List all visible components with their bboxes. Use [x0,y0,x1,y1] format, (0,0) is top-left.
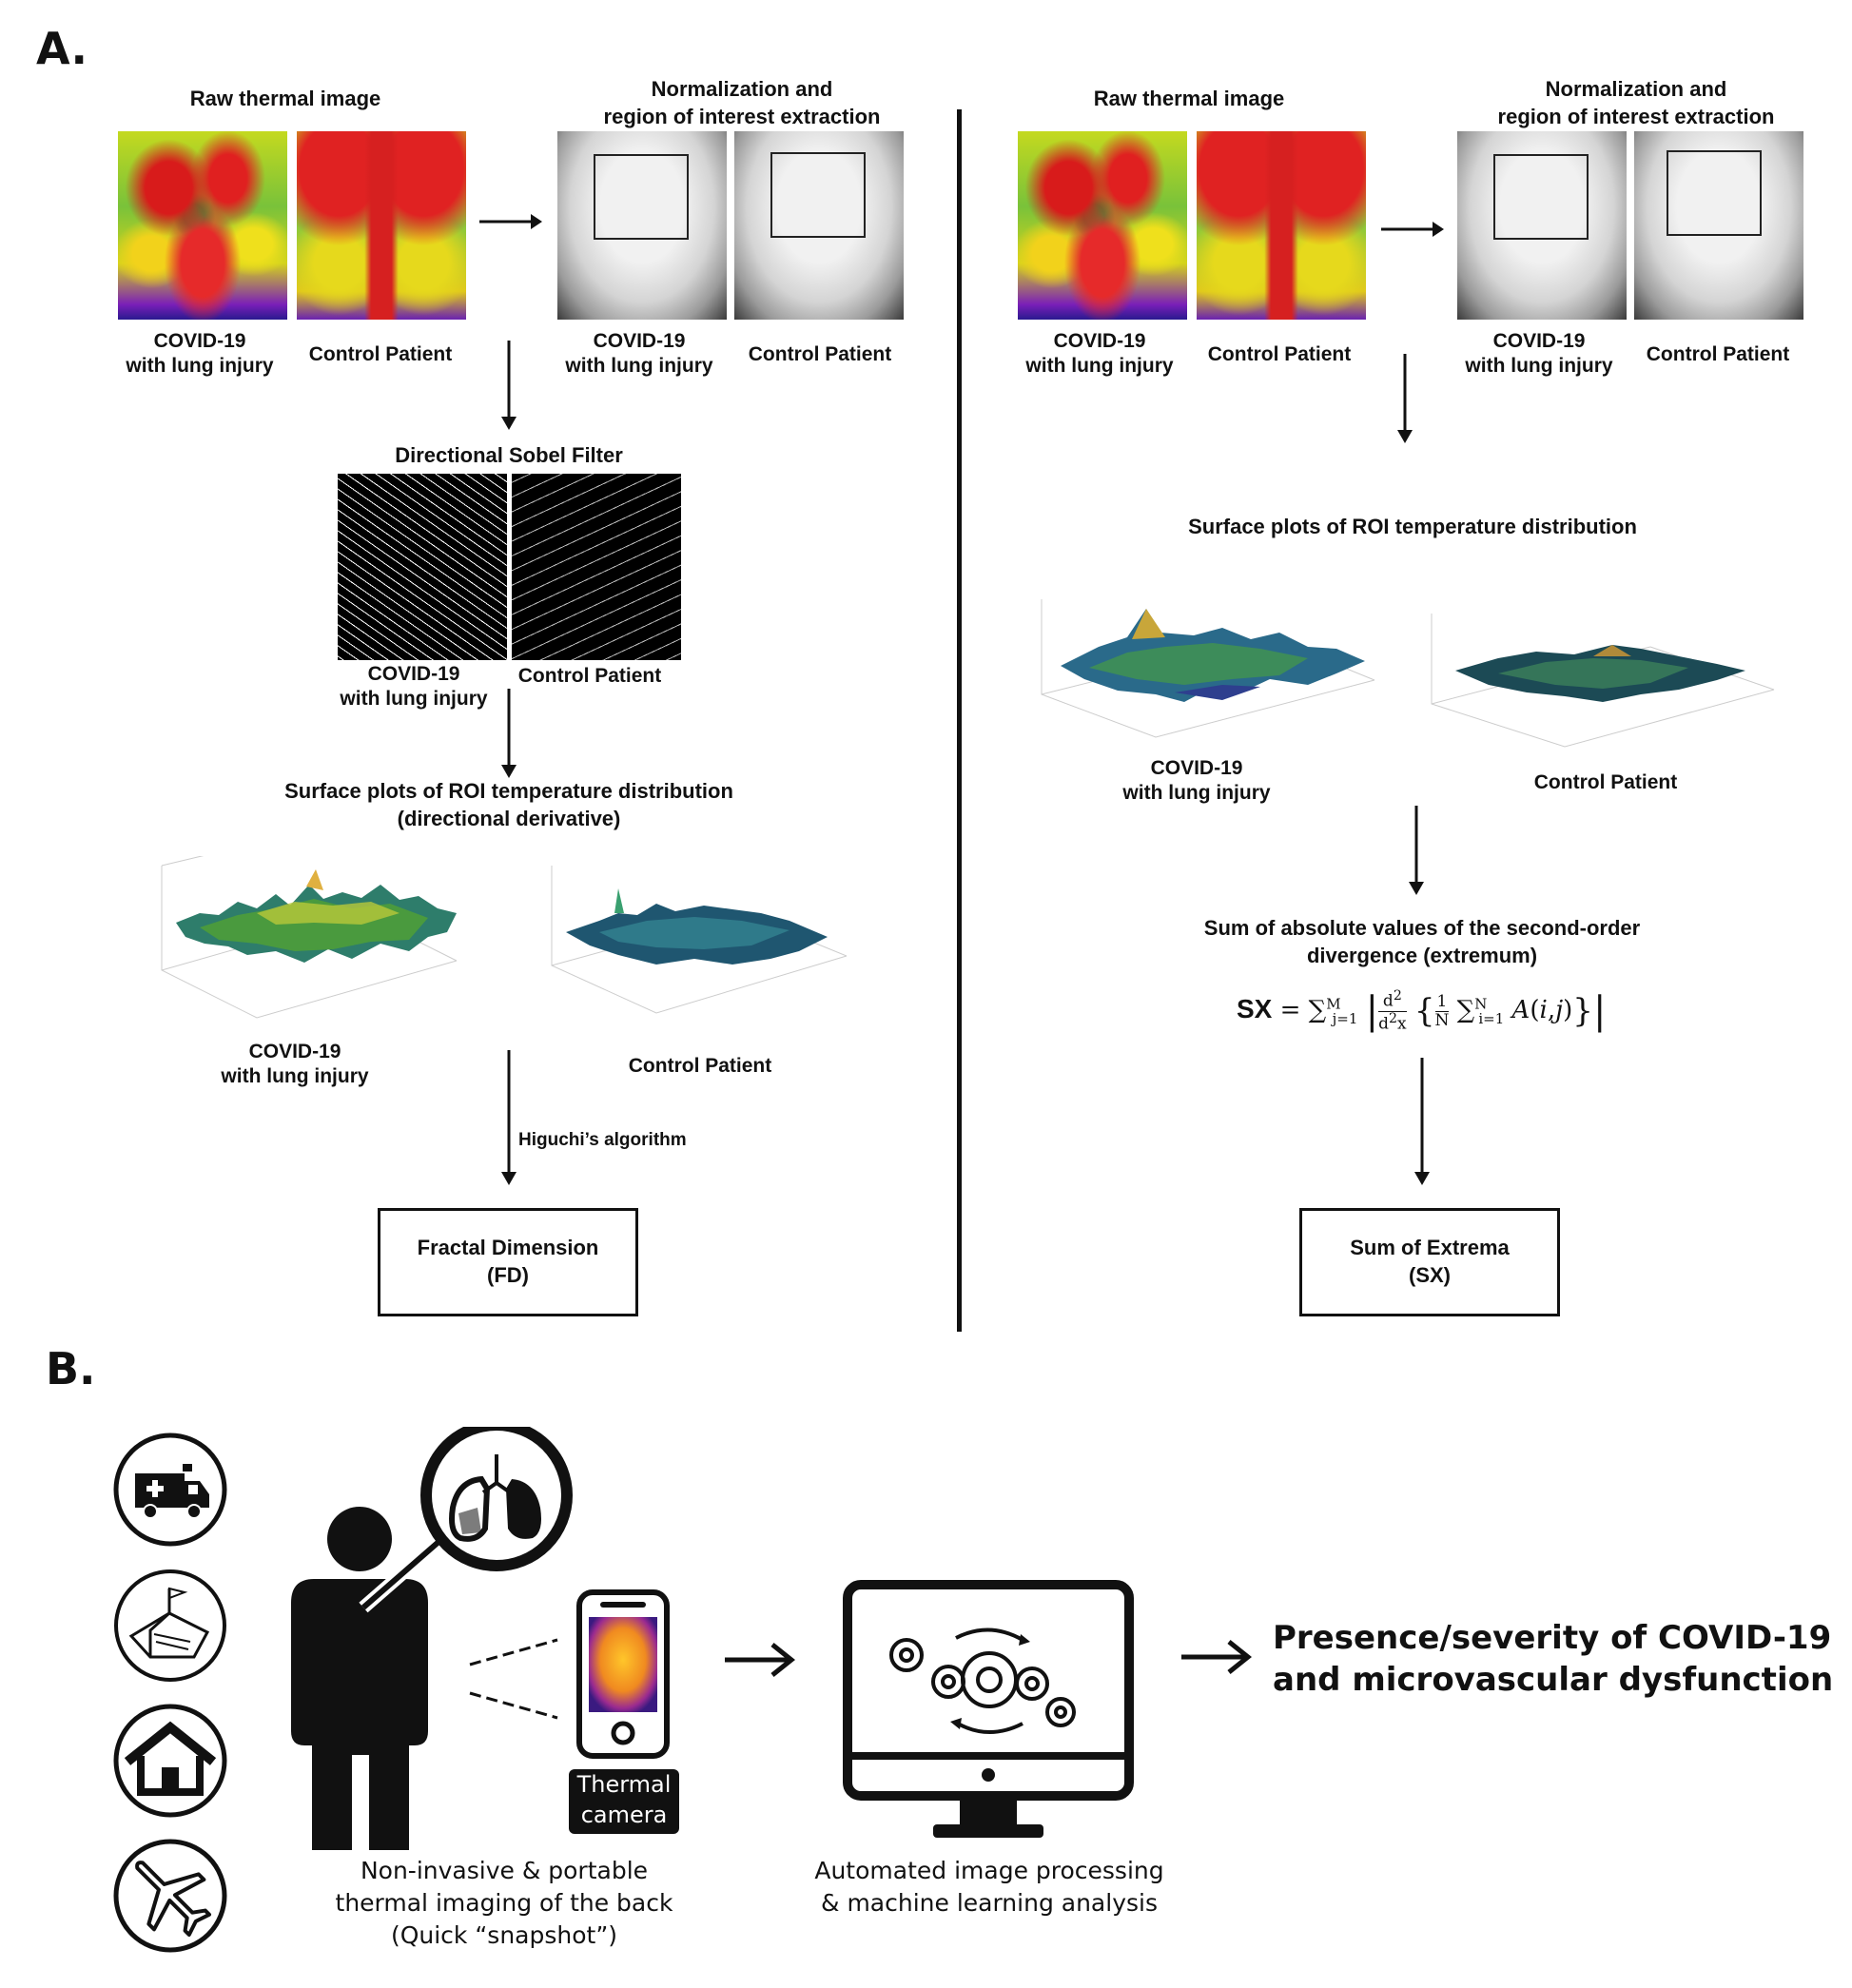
higuchi-label: Higuchi’s algorithm [518,1130,687,1150]
right-arrow-down-2 [1409,806,1424,895]
right-surface-title: Surface plots of ROI temperature distrib… [1188,515,1637,538]
sum-of-extrema-box: Sum of Extrema (SX) [1299,1208,1560,1316]
sobel-control-image [512,474,681,660]
left-norm-title: Normalization and region of interest ext… [603,77,881,128]
right-arrow-down-3 [1414,1058,1430,1185]
processing-caption: Automated image processing & machine lea… [814,1857,1164,1917]
right-raw-covid-label: COVID-19 with lung injury [1025,330,1174,378]
airplane-icon [113,1839,227,1953]
right-norm-control-label: Control Patient [1646,343,1790,365]
left-raw-title: Raw thermal image [189,87,381,110]
right-raw-control-label: Control Patient [1207,343,1352,365]
formula-lhs: SX [1237,994,1273,1023]
gears-icon [889,1627,1076,1734]
thermal-camera-phone-icon [576,1589,670,1759]
sobel-title: Directional Sobel Filter [395,443,623,467]
roi-box [770,152,866,238]
sobel-covid-image [338,474,507,660]
panel-b-letter: B. [46,1343,96,1394]
right-surface-covid-label: COVID-19 with lung injury [1122,757,1271,805]
panel-a-letter: A. [36,23,88,74]
arrow-to-result [1181,1640,1253,1674]
left-arrow-right [479,214,542,229]
ambulance-icon [113,1433,227,1547]
left-surface-plot-covid [161,856,458,1019]
right-arrow-right [1381,222,1444,237]
sobel-covid-label: COVID-19 with lung injury [340,663,488,711]
sight-lines [469,1638,558,1720]
left-arrow-down-2 [501,689,517,778]
left-surface-control-label: Control Patient [628,1055,772,1077]
left-norm-control-label: Control Patient [748,343,892,365]
right-raw-control-image [1197,131,1366,320]
arrow-to-computer [725,1643,796,1677]
right-surface-control-label: Control Patient [1533,771,1678,793]
fractal-dimension-box: Fractal Dimension (FD) [378,1208,638,1316]
left-raw-control-image [297,131,466,320]
left-norm-covid-label: COVID-19 with lung injury [565,330,713,378]
imaging-caption: Non-invasive & portable thermal imaging … [335,1857,673,1949]
tent-icon [114,1569,226,1682]
left-arrow-down-1 [501,341,517,430]
right-raw-title: Raw thermal image [1093,87,1285,110]
sobel-control-label: Control Patient [517,665,662,687]
left-raw-control-label: Control Patient [308,343,453,365]
right-norm-title: Normalization and region of interest ext… [1497,77,1775,128]
left-surface-covid-label: COVID-19 with lung injury [221,1041,369,1088]
left-surface-title: Surface plots of ROI temperature distrib… [284,779,733,830]
right-surface-plot-covid [1041,599,1375,738]
left-surface-plot-control [551,866,848,1014]
left-raw-covid-label: COVID-19 with lung injury [126,330,274,378]
sum-extrema-title: Sum of absolute values of the second-ord… [1203,916,1641,967]
right-norm-covid-image [1457,131,1627,320]
lungs-icon [449,1454,541,1542]
right-arrow-down-1 [1397,354,1413,443]
left-arrow-down-3 [501,1050,517,1185]
house-icon [113,1704,227,1818]
left-norm-covid-image [557,131,727,320]
roi-box [1667,150,1762,236]
roi-box [594,154,689,240]
right-raw-covid-image [1018,131,1187,320]
right-norm-control-image [1634,131,1803,320]
left-norm-control-image [734,131,904,320]
result-statement: Presence/severity of COVID-19 and microv… [1273,1619,1834,1700]
right-surface-plot-control [1431,614,1775,748]
right-norm-covid-label: COVID-19 with lung injury [1465,330,1613,378]
panel-a-divider [957,109,962,1332]
left-raw-covid-image [118,131,287,320]
roi-box [1493,154,1589,240]
person-icon [291,1427,573,1850]
thermal-camera-label: Thermal camera [569,1769,679,1834]
